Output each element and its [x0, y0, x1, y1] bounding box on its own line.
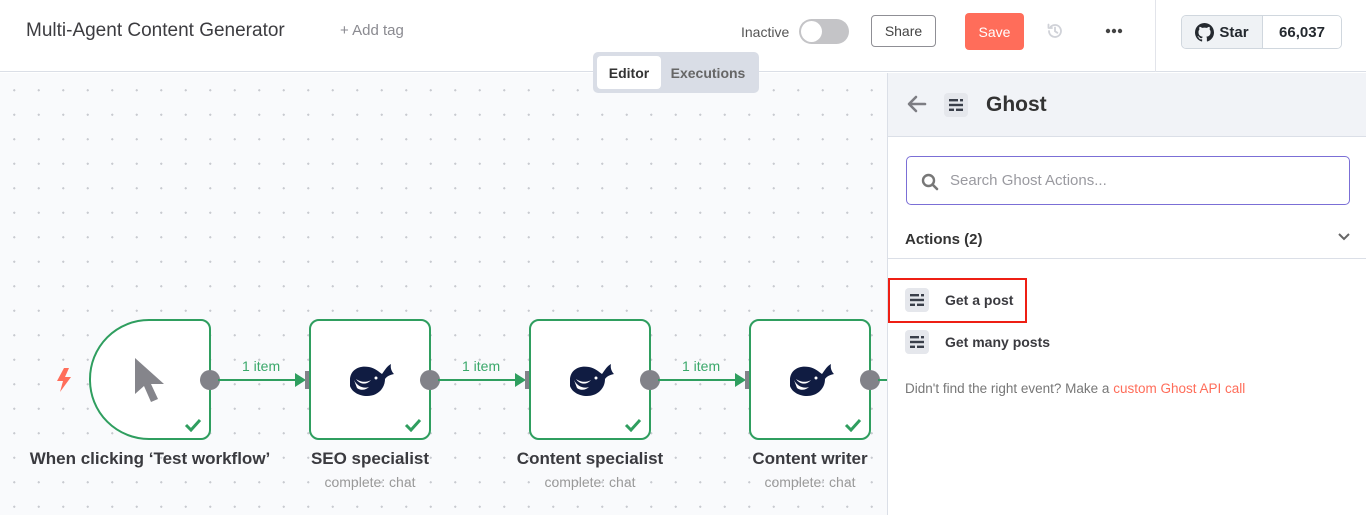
node-content-writer[interactable]	[749, 319, 871, 440]
view-tabs: Editor Executions	[593, 52, 759, 93]
edge-arrow	[735, 373, 746, 387]
output-port[interactable]	[420, 370, 440, 390]
action-get-a-post[interactable]: Get a post	[905, 286, 1013, 314]
output-port[interactable]	[200, 370, 220, 390]
ghost-icon	[905, 288, 929, 312]
action-get-many-posts[interactable]: Get many posts	[905, 328, 1050, 356]
panel-title: Ghost	[986, 93, 1047, 116]
github-star-label[interactable]: Star	[1182, 16, 1263, 48]
node-title: Content specialist	[516, 449, 664, 468]
workflow-canvas[interactable]: Editor Executions	[0, 52, 887, 515]
edge-item-count: 1 item	[682, 358, 721, 374]
deepseek-whale-icon	[570, 363, 614, 396]
history-icon[interactable]	[1046, 22, 1064, 40]
node-title: When clicking ‘Test workflow’	[29, 449, 271, 468]
custom-call-hint: Didn't find the right event? Make a cust…	[905, 381, 1245, 396]
tab-executions[interactable]: Executions	[670, 64, 746, 81]
star-text: Star	[1219, 23, 1249, 41]
search-icon	[921, 173, 939, 191]
workflow-title[interactable]: Multi-Agent Content Generator	[26, 20, 285, 41]
connection-edge[interactable]	[218, 379, 296, 381]
deepseek-whale-icon	[350, 363, 394, 396]
connection-edge[interactable]	[658, 379, 736, 381]
search-input[interactable]	[950, 157, 1340, 203]
edge-arrow	[295, 373, 306, 387]
highlight-box	[888, 278, 1027, 323]
actions-section-header[interactable]: Actions (2)	[888, 223, 1366, 259]
chevron-down-icon[interactable]	[1337, 232, 1351, 242]
header-divider	[1155, 0, 1156, 72]
action-label: Get many posts	[945, 334, 1051, 350]
cursor-icon	[135, 357, 164, 402]
share-button[interactable]: Share	[871, 15, 936, 47]
node-subtitle: complete: chat	[324, 474, 416, 490]
action-label: Get a post	[945, 292, 1014, 308]
success-check-icon	[624, 418, 642, 432]
edge-arrow	[515, 373, 526, 387]
star-count[interactable]: 66,037	[1263, 16, 1341, 48]
connection-edge[interactable]	[878, 379, 887, 381]
save-button[interactable]: Save	[965, 13, 1024, 50]
success-check-icon	[184, 418, 202, 432]
node-manual-trigger[interactable]	[89, 319, 211, 440]
node-subtitle: complete: chat	[544, 474, 636, 490]
active-status-label: Inactive	[741, 24, 790, 40]
node-subtitle: complete: chat	[764, 474, 856, 490]
panel-header: Ghost	[888, 73, 1366, 137]
add-tag-button[interactable]: + Add tag	[340, 22, 404, 39]
active-toggle[interactable]	[799, 19, 849, 44]
hint-text: Didn't find the right event? Make a	[905, 381, 1114, 396]
edge-item-count: 1 item	[462, 358, 501, 374]
tab-editor[interactable]: Editor	[597, 56, 661, 89]
success-check-icon	[844, 418, 862, 432]
custom-api-call-link[interactable]: custom Ghost API call	[1113, 381, 1246, 396]
node-title: Content writer	[752, 449, 868, 468]
node-content-specialist[interactable]	[529, 319, 651, 440]
toggle-knob	[801, 21, 822, 42]
actions-section-title: Actions (2)	[905, 231, 983, 248]
ghost-icon	[944, 93, 968, 117]
trigger-bolt-icon	[57, 368, 71, 392]
back-arrow-icon[interactable]	[907, 95, 927, 113]
ghost-icon	[905, 330, 929, 354]
github-star-button[interactable]: Star 66,037	[1181, 15, 1342, 49]
node-creator-panel: Ghost Actions (2) Get a post Get many po…	[887, 73, 1366, 515]
deepseek-whale-icon	[790, 363, 834, 396]
connection-edge[interactable]	[438, 379, 516, 381]
node-seo-specialist[interactable]	[309, 319, 431, 440]
output-port[interactable]	[860, 370, 880, 390]
edge-item-count: 1 item	[242, 358, 281, 374]
github-icon	[1195, 22, 1215, 42]
search-box[interactable]	[906, 156, 1350, 205]
output-port[interactable]	[640, 370, 660, 390]
more-options-icon[interactable]	[1104, 22, 1124, 40]
success-check-icon	[404, 418, 422, 432]
node-title: SEO specialist	[310, 449, 430, 468]
